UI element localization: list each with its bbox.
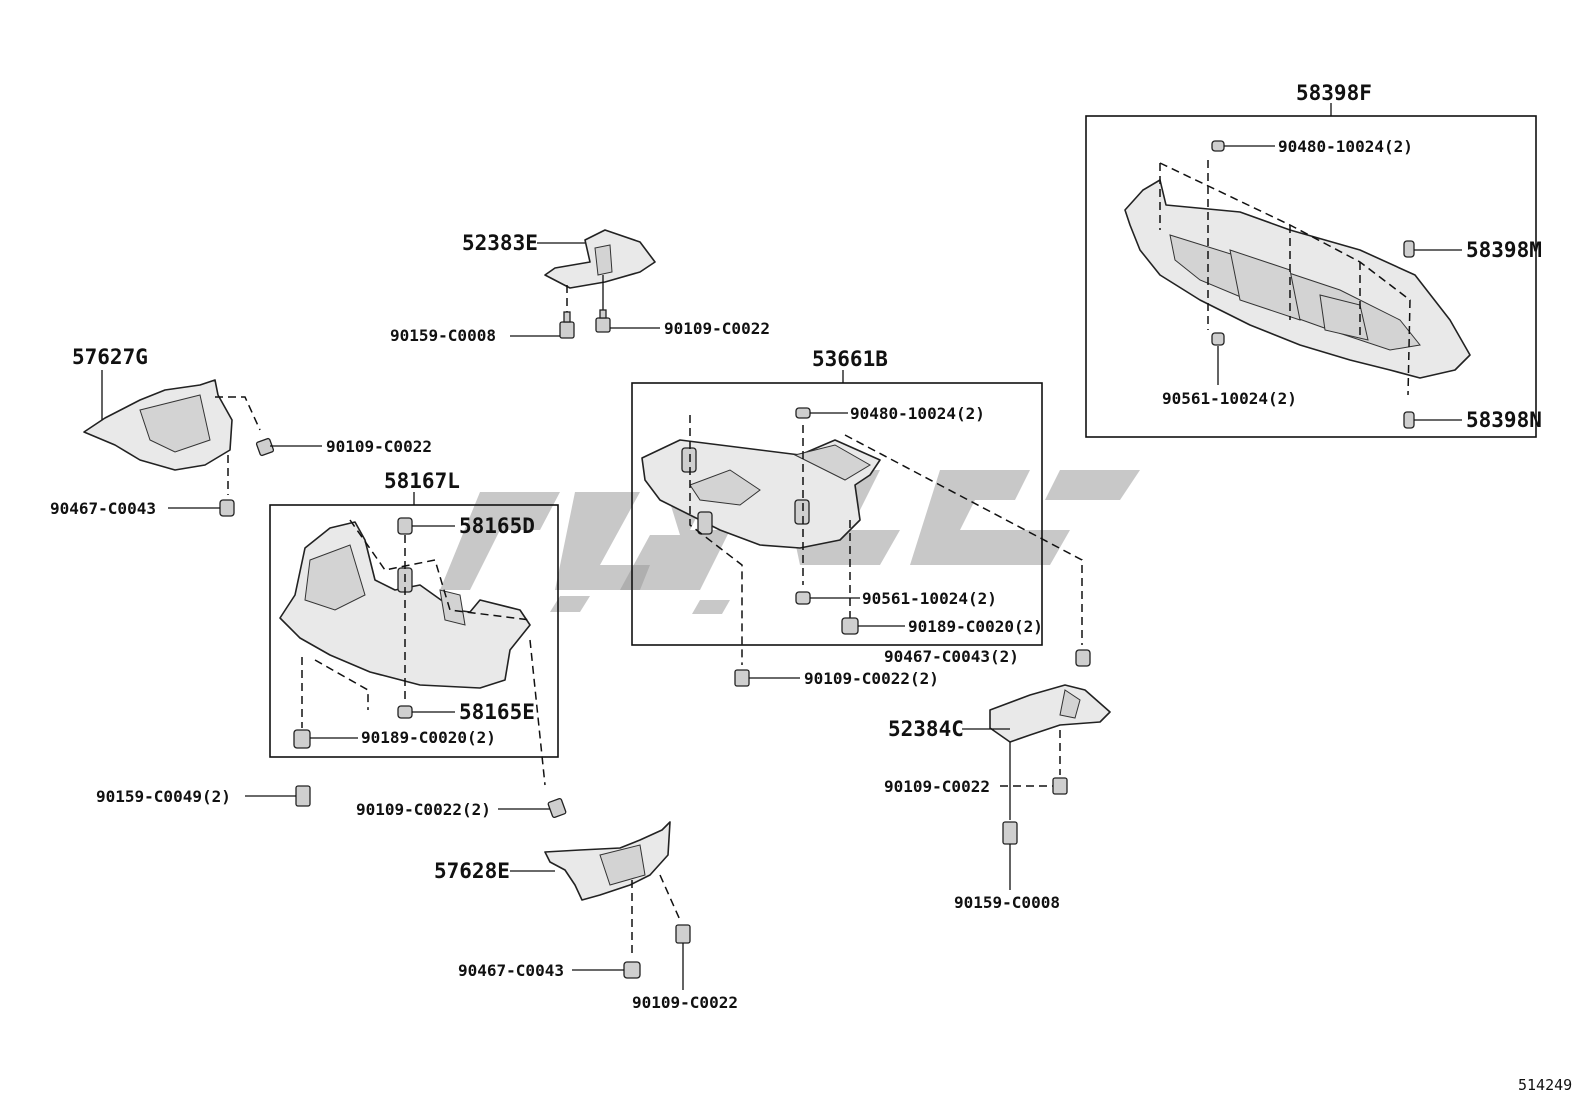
label-90109-C0022-top: 90109-C0022 xyxy=(664,319,770,338)
bolt-icon xyxy=(734,669,750,687)
label-90189-C0020-left: 90189-C0020(2) xyxy=(361,728,496,747)
label-90159-C0008-top: 90159-C0008 xyxy=(390,326,496,345)
label-52384C: 52384C xyxy=(888,717,964,741)
label-90561-10024-mid: 90561-10024(2) xyxy=(862,589,997,608)
part-53661B-drawing xyxy=(641,439,881,549)
label-53661B: 53661B xyxy=(812,347,888,371)
bolt-icon xyxy=(1052,777,1068,795)
clip-icon xyxy=(1403,411,1415,429)
label-90189-C0020-mid: 90189-C0020(2) xyxy=(908,617,1043,636)
clip-nut-icon xyxy=(293,729,311,749)
part-52384C-drawing xyxy=(989,684,1111,743)
part-57627G-drawing xyxy=(83,379,233,471)
label-57627G: 57627G xyxy=(72,345,148,369)
bolt-icon xyxy=(1002,821,1018,845)
bolt-icon xyxy=(255,437,275,457)
label-58165D: 58165D xyxy=(459,514,535,538)
part-58398F-drawing xyxy=(1124,179,1471,379)
label-90109-C0022-left: 90109-C0022 xyxy=(326,437,432,456)
clip-icon xyxy=(1075,649,1091,667)
clip-icon xyxy=(219,499,235,517)
bolt-icon xyxy=(559,311,575,339)
label-90109-C0022-2: 90109-C0022(2) xyxy=(356,800,491,819)
bolt-icon xyxy=(675,924,691,944)
group-box-53661B xyxy=(631,382,1043,646)
clip-icon xyxy=(795,591,811,605)
label-90109-C0022-right: 90109-C0022 xyxy=(884,777,990,796)
label-90109-C0022-mid: 90109-C0022(2) xyxy=(804,669,939,688)
label-52383E: 52383E xyxy=(462,231,538,255)
label-90480-10024-top: 90480-10024(2) xyxy=(1278,137,1413,156)
clip-icon xyxy=(1211,140,1225,152)
clip-icon xyxy=(1403,240,1415,258)
clip-icon xyxy=(397,705,413,719)
clip-nut-icon xyxy=(841,617,859,635)
part-57628E-drawing xyxy=(544,821,671,901)
clip-icon xyxy=(1211,332,1225,346)
label-90159-C0049: 90159-C0049(2) xyxy=(96,787,231,806)
label-90467-C0043-bottom: 90467-C0043 xyxy=(458,961,564,980)
label-57628E: 57628E xyxy=(434,859,510,883)
label-90467-C0043-mid: 90467-C0043(2) xyxy=(884,647,1019,666)
label-58398N: 58398N xyxy=(1466,408,1542,432)
label-90467-C0043-left: 90467-C0043 xyxy=(50,499,156,518)
bolt-icon xyxy=(595,309,611,333)
bolt-icon xyxy=(547,798,567,818)
part-52383E-drawing xyxy=(544,229,656,289)
label-90159-C0008-right: 90159-C0008 xyxy=(954,893,1060,912)
label-58398F: 58398F xyxy=(1296,81,1372,105)
label-58167L: 58167L xyxy=(384,469,460,493)
label-90109-C0022-bottom: 90109-C0022 xyxy=(632,993,738,1012)
group-box-58398F xyxy=(1085,115,1537,438)
diagram-id: 514249 xyxy=(1518,1076,1572,1094)
label-90561-10024-right: 90561-10024(2) xyxy=(1162,389,1297,408)
label-90480-10024-mid: 90480-10024(2) xyxy=(850,404,985,423)
clip-icon xyxy=(397,517,413,535)
label-58165E: 58165E xyxy=(459,700,535,724)
label-58398M: 58398M xyxy=(1466,238,1542,262)
clip-icon xyxy=(623,961,641,979)
bolt-icon xyxy=(295,785,311,807)
clip-icon xyxy=(795,407,811,419)
